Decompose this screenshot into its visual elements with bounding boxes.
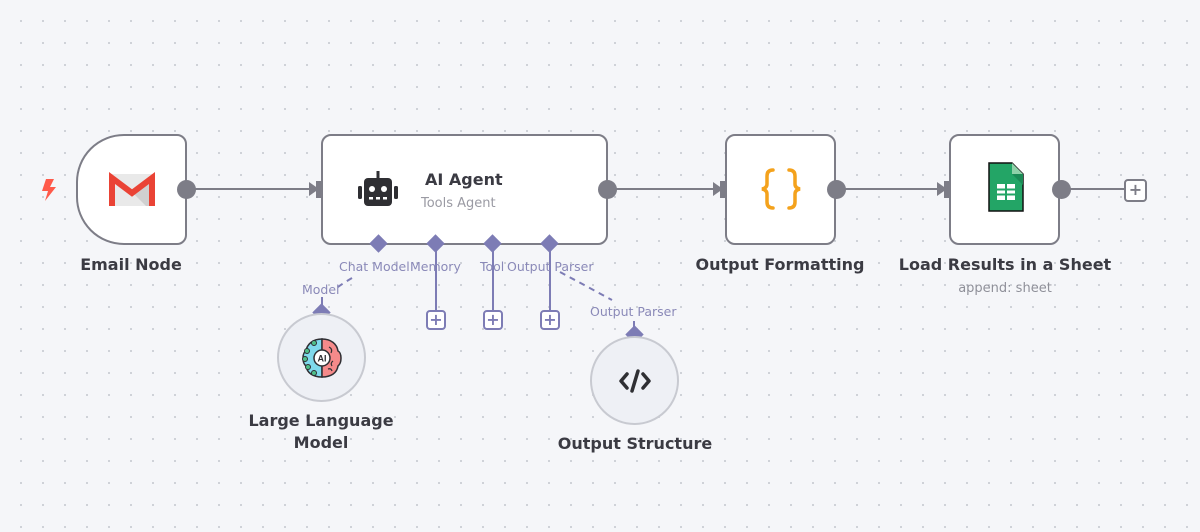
google-sheets-icon: [988, 162, 1024, 216]
sheet-output-handle[interactable]: [1052, 180, 1071, 199]
edge-arrow: [937, 182, 947, 196]
output-structure-label: Output Structure: [557, 434, 713, 453]
gmail-icon: [108, 172, 156, 212]
add-tool-button[interactable]: +: [483, 310, 503, 330]
memory-connector-label: Memory: [410, 259, 461, 274]
chat-model-connector-label: Chat Model: [339, 259, 410, 274]
add-memory-button[interactable]: +: [426, 310, 446, 330]
llm-input-label: Model: [302, 282, 340, 297]
load-results-sheet-node[interactable]: [949, 134, 1060, 245]
output-formatting-label: Output Formatting: [695, 255, 865, 274]
sheet-node-label: Load Results in a Sheet: [898, 255, 1112, 274]
agent-input-handle[interactable]: [316, 181, 324, 198]
email-node-label: Email Node: [80, 255, 182, 274]
svg-text:AI: AI: [318, 354, 327, 364]
sheet-node-sublabel: append: sheet: [958, 281, 1052, 296]
email-node[interactable]: [76, 134, 187, 245]
add-output-parser-button[interactable]: +: [540, 310, 560, 330]
edge-output-structure-to-agent[interactable]: [559, 271, 613, 301]
agent-output-handle[interactable]: [598, 180, 617, 199]
ai-brain-icon: AI: [299, 335, 345, 385]
llm-node[interactable]: AI: [277, 313, 366, 402]
robot-icon: [356, 170, 400, 214]
ai-agent-node[interactable]: AI Agent Tools Agent: [321, 134, 608, 245]
output-structure-input-label: Output Parser: [590, 304, 677, 319]
output-structure-node[interactable]: [590, 336, 679, 425]
email-output-handle[interactable]: [177, 180, 196, 199]
curly-braces-icon: [759, 166, 803, 216]
tool-connector-label: Tool: [480, 259, 505, 274]
output-formatting-node[interactable]: [725, 134, 836, 245]
lightning-bolt-icon: [40, 178, 58, 206]
llm-node-label-line2: Model: [293, 433, 349, 452]
code-icon: [618, 368, 652, 398]
formatting-output-handle[interactable]: [827, 180, 846, 199]
edge-llm-to-agent[interactable]: [333, 277, 353, 291]
add-after-sheet-button[interactable]: +: [1124, 179, 1147, 202]
sheet-input-handle[interactable]: [944, 181, 952, 198]
edge-arrow: [309, 182, 319, 196]
agent-title: AI Agent: [425, 170, 503, 189]
edge-arrow: [713, 182, 723, 196]
formatting-input-handle[interactable]: [720, 181, 728, 198]
llm-node-label-line1: Large Language: [248, 411, 394, 430]
agent-subtitle: Tools Agent: [421, 196, 496, 211]
output-parser-connector-label: Output Parser: [507, 259, 594, 274]
